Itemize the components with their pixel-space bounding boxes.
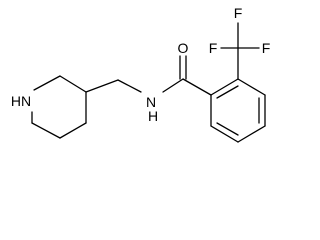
trifluoromethyl-group [220, 22, 260, 80]
atom-label-n: N [146, 94, 156, 110]
atom-label-f-right: F [262, 40, 271, 56]
atom-label-f-top: F [234, 5, 243, 21]
bond-ar-inner-3 [216, 122, 239, 136]
piperidine-ring [31, 75, 87, 139]
bond-carbonyl-c-aryl [182, 78, 212, 96]
atom-label-h: H [148, 108, 158, 124]
bond-ar5-ar6 [210, 125, 239, 143]
benzene-ring [210, 78, 266, 143]
bond-nh-c-top [33, 75, 61, 91]
atom-label-o: O [178, 40, 189, 56]
bond-ar1-ar2 [210, 78, 239, 96]
atom-label-hn-ring: HN [11, 93, 31, 109]
bond-c-top-c3 [59, 75, 87, 93]
bond-ar2-ar3 [237, 78, 266, 96]
bond-c3-ch2 [85, 79, 119, 93]
bond-ar-inner-1 [216, 85, 239, 99]
bond-c-lower-right-c-bottom [59, 122, 87, 139]
atom-label-nh-amide: N H [146, 94, 160, 124]
molecule-structure: F F F O N H HN [11, 5, 271, 143]
bond-c-bottom-c-lower-left [31, 122, 61, 139]
bond-ch2-n [117, 79, 142, 93]
bond-ar4-ar5 [237, 125, 266, 143]
atom-label-f-left: F [209, 40, 218, 56]
bond-n-carbonyl-c [162, 78, 184, 93]
